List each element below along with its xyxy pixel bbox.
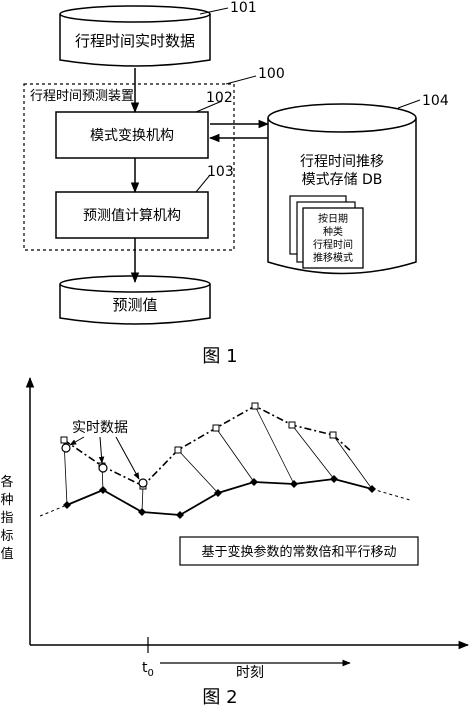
annotation-arrow-2: [98, 436, 105, 464]
ref-101: 101: [230, 0, 257, 16]
ref-leader-103: [195, 174, 211, 193]
connector-lines: [63, 405, 373, 513]
figure2: 各 种 指 标 值 t0 时刻: [0, 376, 470, 707]
prediction-calculator-box: 预测值计算机构 103: [55, 164, 234, 239]
transformation-annotation-box: 基于变换参数的常数倍和平行移动: [179, 536, 419, 566]
pattern-db-label-line2: 模式存储 DB: [302, 172, 383, 188]
figure2-caption: 图 2: [202, 687, 237, 707]
y-axis-label-char-3: 指: [0, 511, 13, 526]
pattern-storage-db: 104 行程时间推移 模式存储 DB 推 按日期 种类 行程时间 推移模式: [267, 93, 449, 275]
x-axis-label: 时刻: [236, 665, 264, 681]
prediction-output-label: 预测值: [112, 296, 157, 314]
connector-8: [332, 434, 373, 490]
diamond-marker-1: [63, 501, 71, 509]
diamond-marker-7: [290, 480, 298, 488]
square-marker-6: [251, 402, 259, 410]
connector-5: [215, 427, 255, 483]
ref-100: 100: [258, 66, 285, 82]
prediction-calculator-label: 预测值计算机构: [83, 208, 181, 224]
connector-3: [141, 485, 144, 513]
pattern-card-front: [302, 207, 364, 269]
diamond-marker-8: [330, 475, 338, 483]
converted-curve-markers: [63, 475, 376, 519]
pattern-card-line-1: 按日期: [318, 212, 348, 225]
t0-label: t0: [142, 660, 154, 679]
pattern-curve-right-tail: [371, 488, 411, 501]
square-marker-4: [174, 446, 182, 454]
converted-curve: [66, 478, 373, 516]
realtime-data-db-label: 行程时间实时数据: [75, 32, 195, 50]
square-marker-7: [288, 421, 296, 429]
realtime-data-annotation: 实时数据: [72, 420, 128, 436]
realtime-point-1: [61, 443, 71, 453]
ref-leader-101: [199, 7, 229, 15]
y-axis-label-char-1: 各: [0, 474, 13, 490]
pattern-converter-box: 模式变换机构 102: [55, 90, 233, 159]
pattern-converter-label: 模式变换机构: [90, 127, 174, 144]
y-axis-label-char-5: 值: [0, 546, 13, 562]
ref-104: 104: [422, 93, 449, 109]
connector-7: [291, 424, 335, 480]
diamond-marker-2: [99, 486, 107, 494]
y-axis-label: 各 种 指 标 值: [0, 474, 13, 562]
realtime-point-2: [98, 463, 108, 473]
realtime-data-db: 行程时间实时数据 101: [59, 0, 257, 67]
y-axis-label-char-4: 标: [0, 529, 13, 544]
ref-leader-102: [195, 100, 223, 113]
ref-102: 102: [206, 90, 233, 106]
ref-leader-100: [225, 75, 257, 85]
pattern-card-line-4: 推移模式: [313, 251, 353, 264]
diamond-marker-4: [176, 511, 184, 519]
square-marker-1: [60, 436, 68, 444]
annotation-arrow-1: [69, 436, 85, 446]
prediction-device-label: 行程时间预测装置: [30, 89, 134, 104]
diamond-marker-3: [138, 508, 146, 516]
prediction-output-db: 预测值: [59, 275, 211, 325]
diamond-marker-5: [214, 489, 222, 497]
figure1-caption: 图 1: [202, 346, 237, 367]
diamond-marker-6: [250, 478, 258, 486]
figure1: 行程时间实时数据 101 行程时间预测装置 100 模式变换机构 102 预测值…: [23, 0, 449, 367]
annotation-arrow-3: [115, 436, 140, 480]
connector-6: [254, 405, 295, 485]
diamond-marker-9: [368, 485, 376, 493]
pattern-card-stack: 推 按日期 种类 行程时间 推移模式: [289, 195, 364, 269]
y-axis-label-char-2: 种: [0, 493, 13, 508]
pattern-curve-left-tail: [39, 504, 68, 517]
square-marker-5: [212, 424, 220, 432]
ref-leader-104: [397, 99, 421, 109]
connector-4: [177, 449, 219, 494]
realtime-point-3: [138, 478, 148, 488]
pattern-card-line-3: 行程时间: [313, 238, 353, 251]
prediction-device-boundary: 行程时间预测装置 100: [23, 66, 285, 251]
square-marker-8: [329, 431, 337, 439]
pattern-card-line-2: 种类: [323, 225, 343, 238]
realtime-data-points: [61, 443, 148, 488]
pattern-db-label-line1: 行程时间推移: [300, 154, 384, 170]
transformation-annotation-text: 基于变换参数的常数倍和平行移动: [201, 544, 396, 560]
ref-103: 103: [207, 164, 234, 180]
